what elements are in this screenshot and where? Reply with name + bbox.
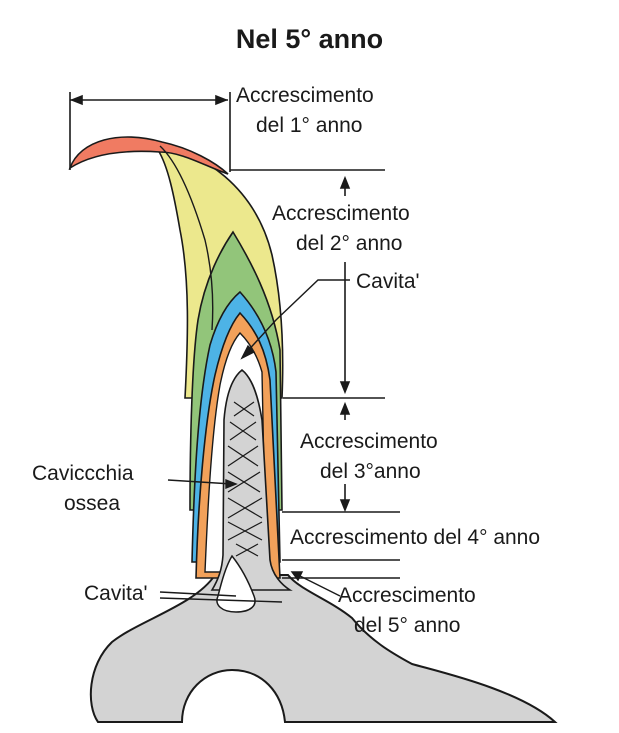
diagram-title: Nel 5° anno [0,24,619,55]
label-year5-line1: Accrescimento [338,584,476,608]
skull-base [91,575,555,722]
label-year2-line2: del 2° anno [296,232,403,256]
label-cavity-bottom: Cavita' [84,582,148,606]
label-year3-line1: Accrescimento [300,430,438,454]
label-year1-line2: del 1° anno [256,114,363,138]
label-year4: Accrescimento del 4° anno [290,526,540,550]
label-cavity-top: Cavita' [356,270,420,294]
label-year1-line1: Accrescimento [236,84,374,108]
label-year2-line1: Accrescimento [272,202,410,226]
label-bone-core-line1: Caviccchia [32,462,134,486]
label-year3-line2: del 3°anno [320,460,421,484]
label-bone-core-line2: ossea [64,492,120,516]
label-year5-line2: del 5° anno [354,614,461,638]
